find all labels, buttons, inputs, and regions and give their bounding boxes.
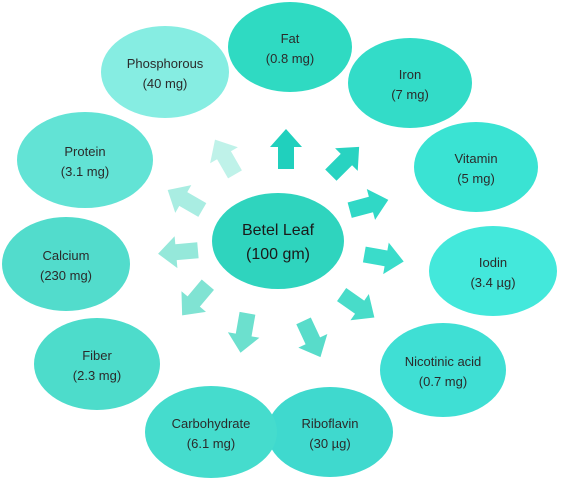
nutrient-value: (3.4 µg): [470, 275, 515, 290]
nutrient-name: Phosphorous: [127, 56, 204, 71]
nutrient-name: Nicotinic acid: [405, 354, 482, 369]
center-node: Betel Leaf (100 gm): [212, 193, 344, 289]
nutrient-name: Iodin: [479, 255, 507, 270]
arrow-icon: [227, 311, 260, 353]
center-title: Betel Leaf: [242, 222, 315, 239]
arrow-icon: [362, 242, 404, 275]
nutrient-value: (0.8 mg): [266, 51, 314, 66]
nutrient-value: (0.7 mg): [419, 374, 467, 389]
arrow-icon: [167, 185, 207, 217]
arrow-icon: [347, 189, 389, 220]
nutrient-ellipse: [145, 386, 277, 478]
nutrient-name: Iron: [399, 67, 421, 82]
nutrient-value: (7 mg): [391, 87, 429, 102]
nutrient-ellipse: [267, 387, 393, 477]
nutrient-ellipse: [348, 38, 472, 128]
nutrient-node: Iron (7 mg): [348, 38, 472, 128]
nutrient-nodes-group: Fat (0.8 mg) Iron (7 mg) Vitamin (5 mg) Iodin (…: [2, 2, 557, 478]
arrows-group: [158, 129, 404, 358]
nutrient-ellipse: [17, 112, 153, 208]
nutrient-node: Fiber (2.3 mg): [34, 318, 160, 410]
nutrient-ellipse: [2, 217, 130, 311]
nutrient-value: (2.3 mg): [73, 368, 121, 383]
nutrient-name: Calcium: [43, 248, 90, 263]
nutrient-node: Carbohydrate (6.1 mg): [145, 386, 277, 478]
nutrient-value: (6.1 mg): [187, 436, 235, 451]
nutrient-name: Protein: [64, 144, 105, 159]
nutrient-node: Iodin (3.4 µg): [429, 226, 557, 316]
nutrient-name: Fat: [281, 31, 300, 46]
center-ellipse: [212, 193, 344, 289]
nutrient-ellipse: [228, 2, 352, 92]
arrow-icon: [337, 287, 375, 321]
nutrient-value: (3.1 mg): [61, 164, 109, 179]
arrow-icon: [296, 317, 328, 358]
nutrient-name: Carbohydrate: [172, 416, 251, 431]
nutrient-ellipse: [34, 318, 160, 410]
nutrient-node: Fat (0.8 mg): [228, 2, 352, 92]
arrow-icon: [181, 279, 214, 316]
nutrient-node: Nicotinic acid (0.7 mg): [380, 323, 506, 417]
arrow-icon: [158, 236, 199, 269]
nutrient-value: (30 µg): [309, 436, 350, 451]
nutrient-ellipse: [380, 323, 506, 417]
arrow-icon: [210, 139, 242, 179]
nutrient-value: (40 mg): [143, 76, 188, 91]
nutrient-ellipse: [414, 122, 538, 212]
nutrient-node: Phosphorous (40 mg): [101, 26, 229, 118]
nutrient-ellipse: [101, 26, 229, 118]
center-value: (100 gm): [246, 246, 310, 263]
arrow-icon: [325, 146, 360, 181]
arrow-icon: [270, 129, 302, 169]
nutrient-name: Fiber: [82, 348, 112, 363]
nutrient-name: Riboflavin: [301, 416, 358, 431]
nutrient-node: Calcium (230 mg): [2, 217, 130, 311]
nutrient-ellipse: [429, 226, 557, 316]
nutrient-value: (5 mg): [457, 171, 495, 186]
nutrient-value: (230 mg): [40, 268, 92, 283]
nutrient-name: Vitamin: [454, 151, 497, 166]
nutrient-node: Vitamin (5 mg): [414, 122, 538, 212]
nutrient-node: Riboflavin (30 µg): [267, 387, 393, 477]
nutrient-node: Protein (3.1 mg): [17, 112, 153, 208]
